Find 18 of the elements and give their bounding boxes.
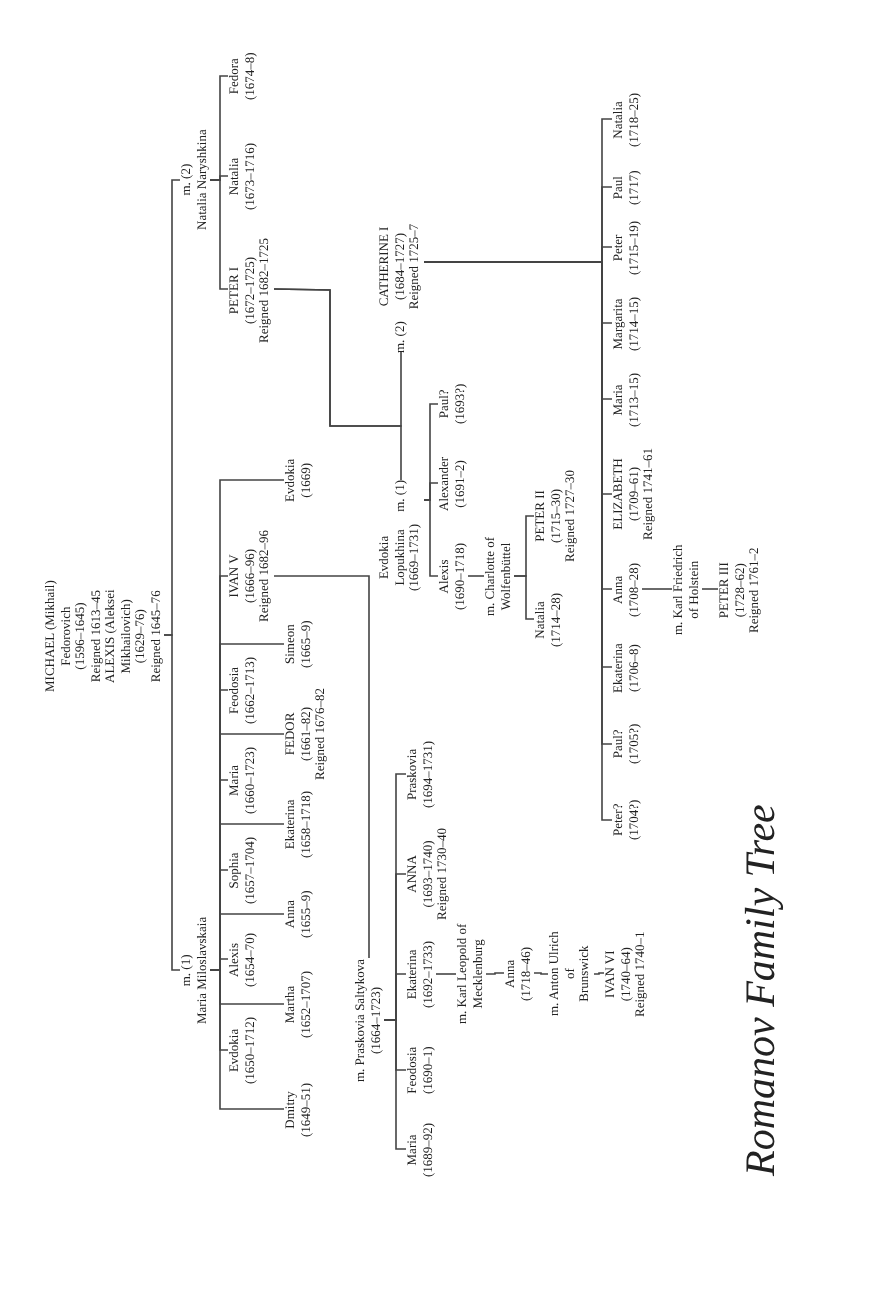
- family-line: [209, 479, 285, 971]
- family-line: [423, 118, 613, 263]
- family-line: [701, 588, 719, 590]
- title: Romanov Family Tree: [736, 804, 786, 1176]
- family-line: [485, 972, 505, 975]
- family-line: [435, 973, 457, 975]
- family-line: [533, 972, 549, 975]
- family-line: [273, 288, 402, 427]
- family-line: [163, 179, 181, 636]
- family-line: [273, 575, 370, 959]
- family-line: [593, 972, 605, 975]
- family-line: [423, 403, 439, 501]
- family-line: [467, 575, 485, 577]
- family-line: [513, 515, 535, 577]
- family-line: [641, 588, 673, 590]
- family-line: [209, 75, 229, 181]
- family-line: [383, 773, 407, 1021]
- family-line: [423, 499, 439, 577]
